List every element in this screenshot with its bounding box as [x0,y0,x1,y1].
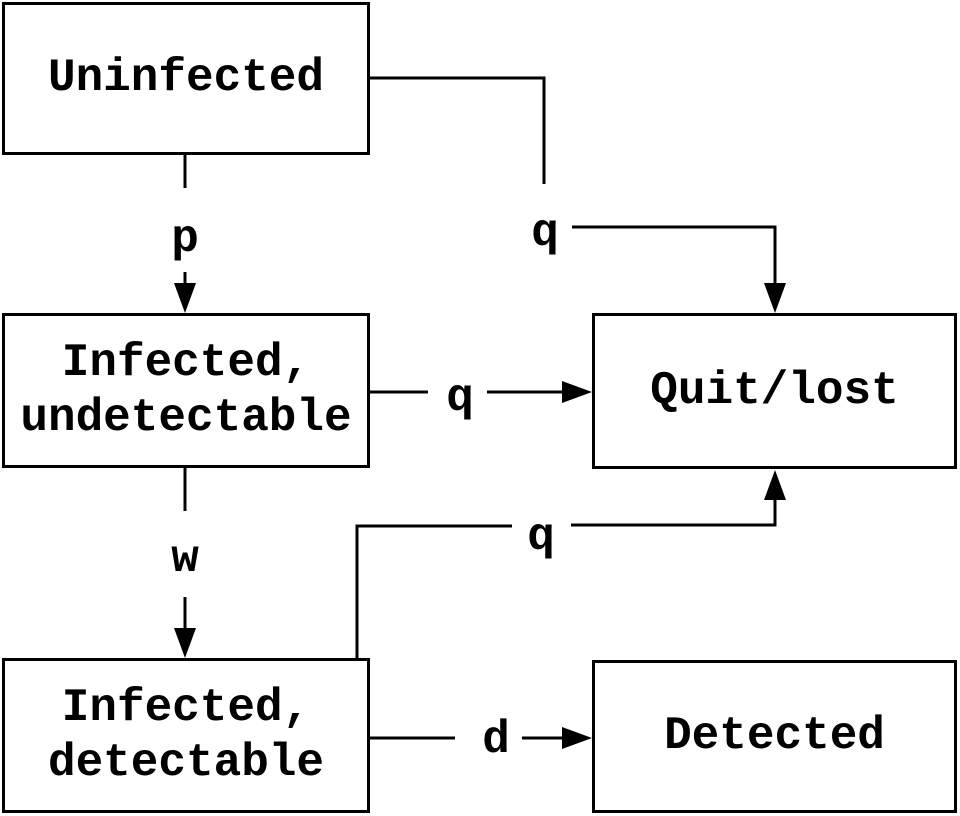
edge-label-q-lower: q [527,511,555,563]
node-quit-lost-label: Quit/lost [650,364,899,417]
arrowhead-down-icon [174,628,196,658]
edge-label-d: d [482,714,510,766]
node-detected: Detected [592,660,957,813]
edge-label-q-middle: q [446,372,474,424]
node-infected-detectable-label-line1: Infected, [61,681,311,734]
node-infected-detectable-label-line2: detectable [47,736,325,789]
arrowhead-down-icon [174,283,196,313]
node-infected-detectable: Infected, detectable [2,658,370,813]
edge-label-q-top: q [531,207,559,259]
edge-label-w: w [171,533,199,585]
node-detected-label: Detected [664,710,885,762]
node-infected-undetectable: Infected, undetectable [2,313,370,468]
edge-uninfected-to-quit-lost-line [370,76,777,287]
arrowhead-right-icon [562,727,592,749]
node-infected-undetectable-label-line2: undetectable [20,391,352,444]
node-uninfected-label: Uninfected [47,52,325,104]
node-quit-lost: Quit/lost [592,313,957,469]
node-uninfected: Uninfected [2,2,370,155]
edge-infected-detectable-to-quit-lost-line [355,497,777,658]
arrowhead-up-icon [764,470,786,500]
arrowhead-right-icon [562,381,592,403]
arrowhead-down-icon [764,283,786,313]
edge-label-p: p [171,213,199,265]
node-infected-undetectable-label-line1: Infected, [61,336,311,389]
